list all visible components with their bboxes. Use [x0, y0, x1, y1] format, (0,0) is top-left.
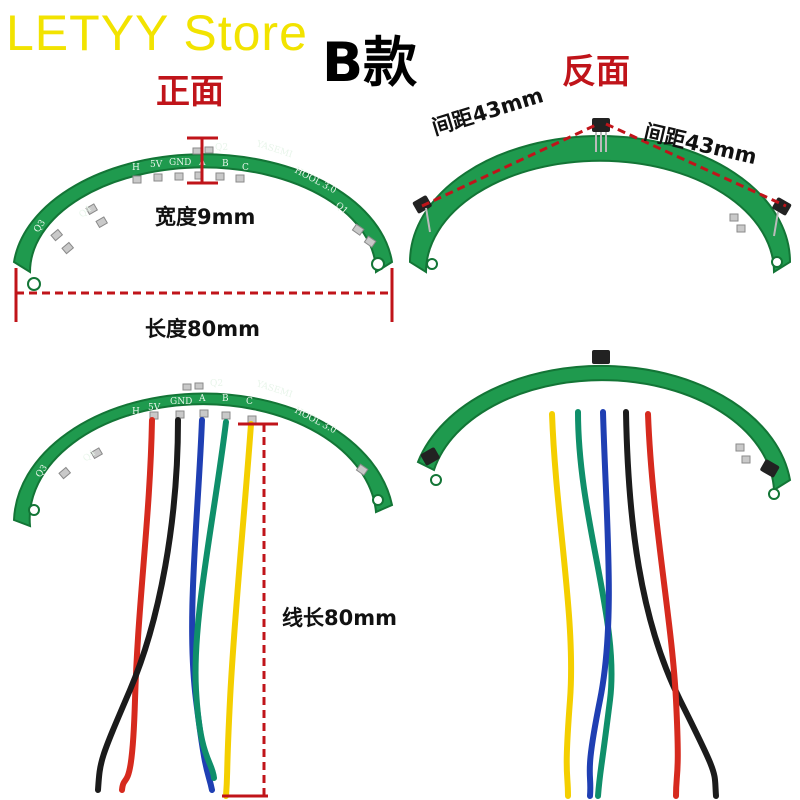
wire-length-dimension-marker [222, 422, 278, 798]
pin-label: B [222, 394, 229, 404]
wire-yellow [223, 421, 254, 799]
store-watermark: LETYY Store [6, 5, 308, 61]
wire-red [645, 411, 681, 799]
q-label: Q2 [210, 379, 223, 389]
back-side-label: 反面 [562, 52, 630, 92]
length-label: 长度80mm [145, 317, 260, 341]
solder-pads [58, 382, 369, 480]
sensor-pads [50, 203, 377, 255]
mount-hole [27, 277, 41, 291]
pin-label: 5V [150, 160, 163, 170]
mount-hole [430, 474, 442, 486]
hall-sensor [420, 447, 440, 466]
wire-length-label: 线长80mm [282, 606, 397, 630]
pin-label: A [198, 394, 206, 404]
mount-hole [371, 257, 385, 271]
width-dimension-marker [187, 136, 218, 185]
mount-hole [771, 256, 783, 268]
brand-label: YASEMI [254, 139, 294, 160]
wire-green [192, 419, 229, 781]
pin-label: H [132, 163, 140, 173]
mount-hole [768, 488, 780, 500]
mount-hole [426, 258, 438, 270]
pin-label: GND [170, 397, 192, 407]
hall-sensor [592, 118, 610, 152]
hall-sensor [760, 459, 780, 478]
mount-hole [372, 494, 384, 506]
width-label: 宽度9mm [155, 205, 256, 229]
wire-black [623, 409, 719, 799]
solder-pads [729, 213, 746, 233]
wire-yellow [549, 411, 575, 799]
solder-pads [735, 443, 751, 464]
spacing-dimension-marker [421, 122, 787, 208]
pin-label: GND [169, 158, 191, 168]
hall-sensor [592, 350, 610, 364]
mount-hole [28, 504, 40, 516]
wire-blue [586, 409, 612, 799]
model-title: B款 [322, 31, 418, 94]
pcb-back-bottom [416, 350, 792, 500]
length-dimension-marker [14, 268, 394, 322]
front-side-label: 正面 [156, 72, 224, 112]
pin-label: 5V [148, 403, 161, 413]
pin-label: C [242, 163, 249, 173]
wire-red [119, 417, 155, 793]
pin-label: C [246, 397, 253, 407]
q-label: Q2 [215, 143, 228, 153]
wire-black [95, 417, 181, 793]
wire-bundle-right [549, 409, 719, 799]
brand-label: YASEMI [254, 379, 294, 400]
wire-green [575, 409, 615, 799]
pin-label: H [132, 407, 140, 417]
pin-label: B [222, 159, 229, 169]
wire-bundle-left [95, 417, 254, 799]
